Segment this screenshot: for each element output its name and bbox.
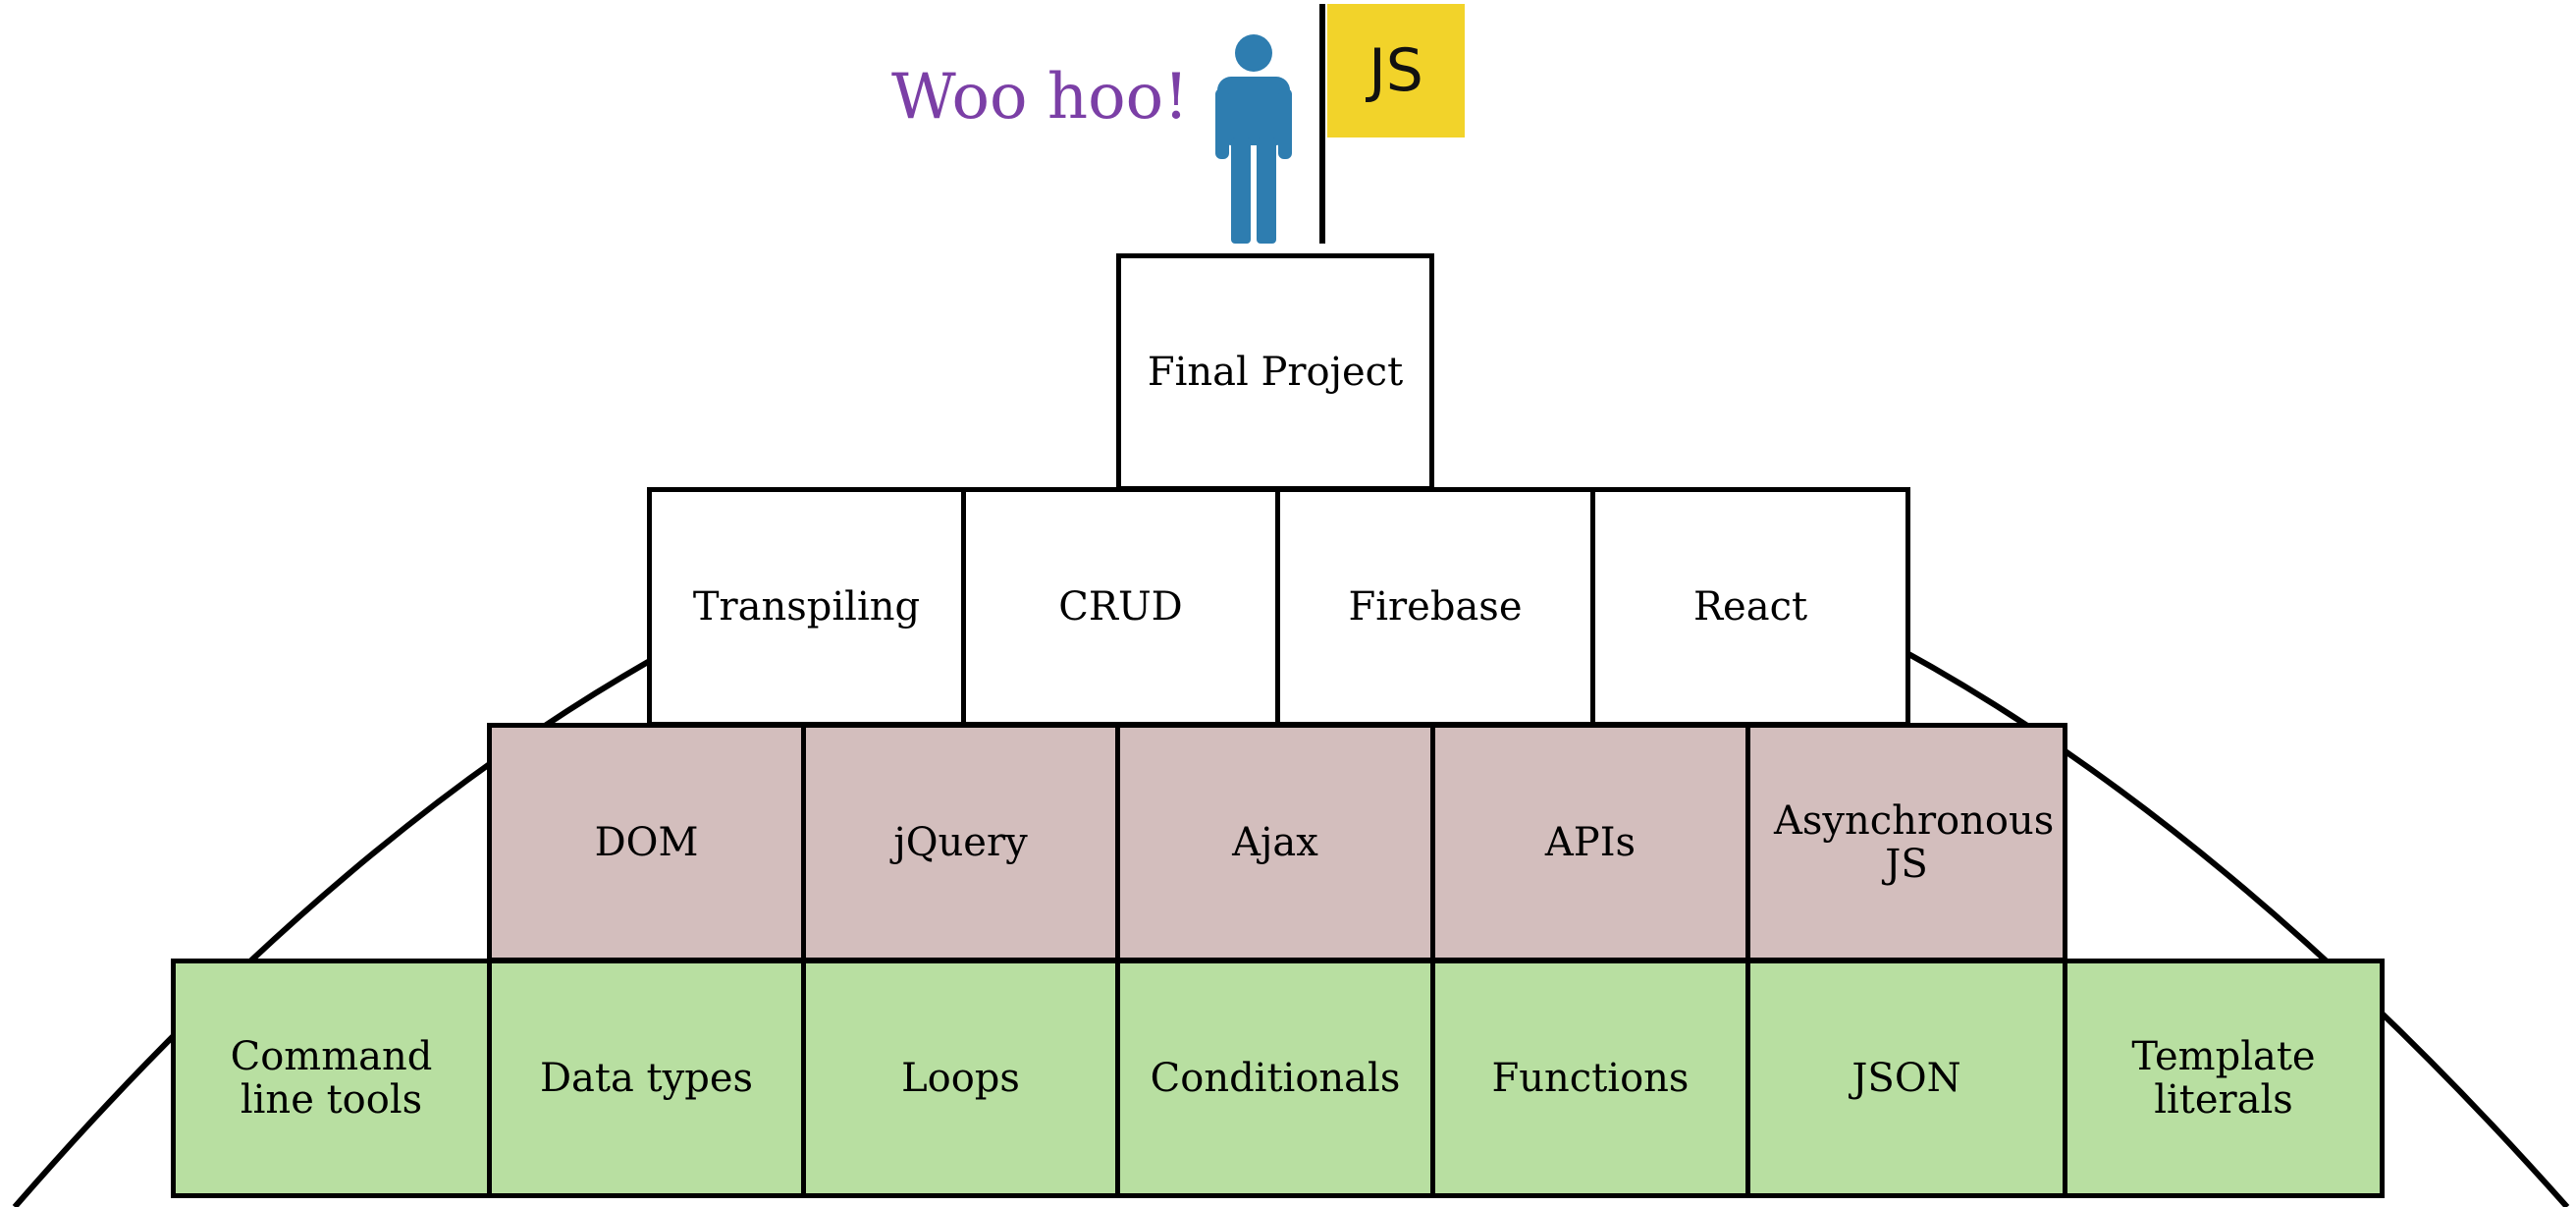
flag-label: JS bbox=[1368, 36, 1423, 105]
block-data-types: Data types bbox=[487, 959, 806, 1198]
block-command-line-tools: Command line tools bbox=[171, 959, 492, 1198]
block-transpiling: Transpiling bbox=[647, 487, 966, 727]
block-react: React bbox=[1590, 487, 1910, 727]
block-apis: APIs bbox=[1430, 723, 1750, 962]
block-final-project: Final Project bbox=[1116, 253, 1434, 491]
block-asynchronous-js: Asynchronous JS bbox=[1745, 723, 2067, 962]
block-loops: Loops bbox=[801, 959, 1120, 1198]
block-json: JSON bbox=[1745, 959, 2067, 1198]
flag-icon: JS bbox=[1327, 4, 1465, 137]
block-dom: DOM bbox=[487, 723, 806, 962]
block-ajax: Ajax bbox=[1115, 723, 1435, 962]
block-crud: CRUD bbox=[961, 487, 1280, 727]
block-firebase: Firebase bbox=[1275, 487, 1595, 727]
exclamation-text: Woo hoo! bbox=[891, 61, 1189, 134]
block-functions: Functions bbox=[1430, 959, 1750, 1198]
block-jquery: jQuery bbox=[801, 723, 1120, 962]
block-conditionals: Conditionals bbox=[1115, 959, 1435, 1198]
block-template-literals: Template literals bbox=[2063, 959, 2385, 1198]
